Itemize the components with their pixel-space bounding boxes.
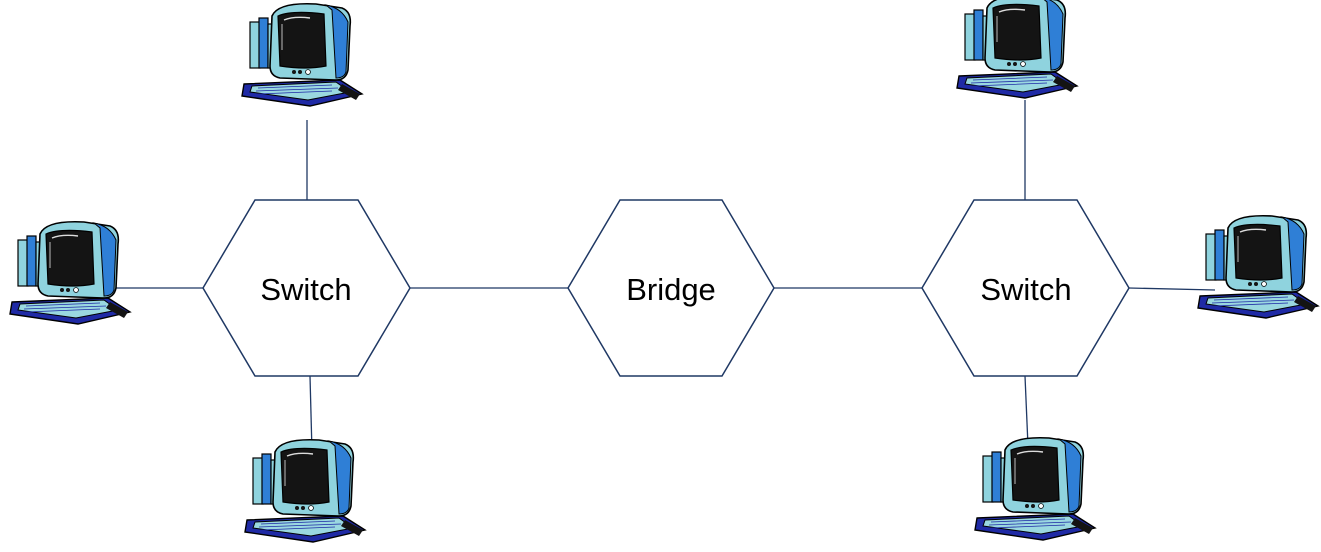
link-right-switch-bottom-pc bbox=[1024, 375, 1029, 447]
right-switch-hexagon bbox=[921, 199, 1130, 377]
right-switch-label: Switch bbox=[980, 272, 1071, 307]
bridge-hexagon bbox=[567, 199, 775, 377]
desktop-computer-icon bbox=[241, 2, 363, 107]
bridge-label: Bridge bbox=[626, 272, 716, 307]
desktop-computer-icon bbox=[9, 220, 131, 325]
link-right-switch-right-pc bbox=[1128, 287, 1216, 291]
desktop-computer-icon bbox=[244, 438, 366, 543]
left-switch-label: Switch bbox=[260, 272, 351, 307]
desktop-computer-icon bbox=[1197, 214, 1319, 319]
desktop-computer-icon bbox=[956, 0, 1078, 99]
connection-lines bbox=[110, 100, 1216, 453]
right-switch-node: Switch bbox=[921, 199, 1130, 377]
desktop-computer-icon bbox=[974, 436, 1096, 541]
bridge-node: Bridge bbox=[567, 199, 775, 377]
left-switch-hexagon bbox=[202, 199, 411, 377]
left-switch-node: Switch bbox=[202, 199, 411, 377]
